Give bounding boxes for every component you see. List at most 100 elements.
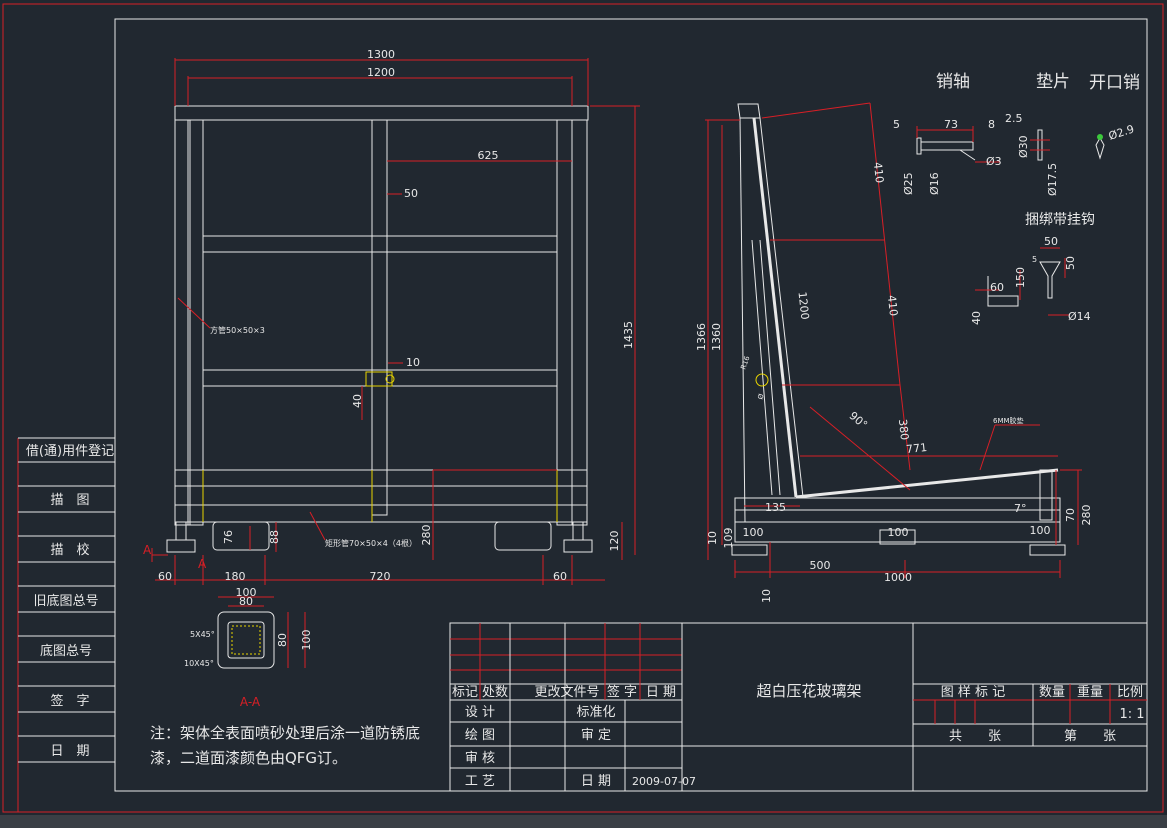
tb-left-row: 绘 图 (465, 728, 495, 743)
side-row-label: 日 期 (50, 744, 89, 759)
sheet-num: 第 张 (1064, 729, 1116, 744)
tb-mid-row: 日 期 (581, 774, 611, 789)
pin-d5: 5 (893, 118, 900, 131)
front-view-dimensions: 1300 1200 625 50 10 40 1435 280 120 76 8… (143, 48, 635, 583)
front-view (151, 58, 640, 585)
pin-d25: Ø25 (902, 172, 915, 195)
dim-half-span: 625 (478, 149, 499, 162)
hook-h50: 50 (1064, 256, 1077, 270)
dim-mid-span: 720 (370, 570, 391, 583)
hook-w50: 50 (1044, 235, 1058, 248)
dim-foot-left: 60 (158, 570, 172, 583)
aa-side-inner: 80 (276, 633, 289, 647)
registration-column: 借(通)用件登记 描 图 描 校 旧底图总号 底图总号 签 字 日 期 (18, 437, 115, 763)
side-row-label: 底图总号 (40, 643, 92, 659)
aa-chamfer-outer: 5X45° (190, 630, 215, 639)
tb-left-row: 设 计 (465, 705, 495, 720)
rev-header: 处数 (482, 685, 508, 700)
side-back-1200: 1200 (796, 291, 812, 320)
hook-r5: 5 (1032, 255, 1037, 264)
side-row-label: 旧底图总号 (33, 593, 98, 609)
right-header: 比例 (1117, 685, 1143, 700)
hook-title: 捆绑带挂钩 (1025, 212, 1095, 228)
dim-overall-width: 1300 (367, 48, 395, 61)
dim-slot-w: 76 (222, 530, 235, 544)
sheet-total: 共 张 (949, 729, 1001, 744)
parts-details (916, 126, 1105, 316)
dim-foot-right: 60 (553, 570, 567, 583)
callout-tube: 方管50×50×3 (210, 325, 265, 335)
parts-labels: 销轴 垫片 开口销 5 73 8 Ø25 Ø16 Ø3 2.5 Ø30 Ø17.… (893, 72, 1140, 325)
right-header: 重量 (1077, 684, 1103, 700)
dim-inner-width: 1200 (367, 66, 395, 79)
side-row-label: 描 校 (50, 542, 89, 558)
side-row-label: 签 字 (50, 693, 89, 709)
section-marker-a: A (143, 543, 152, 557)
rev-header: 更改文件号 (534, 685, 599, 700)
side-d-1000: 1000 (884, 571, 912, 584)
dim-post: 50 (404, 187, 418, 200)
side-row-label: 描 图 (50, 493, 89, 508)
dim-left-span: 180 (225, 570, 246, 583)
pin-d3: Ø3 (986, 155, 1002, 168)
side-upper-410: 410 (871, 162, 886, 184)
scale: 1: 1 (1119, 707, 1144, 722)
dim-base-height: 280 (420, 525, 433, 546)
hook-d150: 150 (1014, 267, 1027, 288)
side-foot-100c: 100 (1030, 524, 1051, 537)
tb-left-row: 审 核 (465, 751, 495, 766)
side-toe-135: 135 (765, 501, 786, 514)
side-seg-380: 380 (896, 419, 911, 441)
hook-d60: 60 (990, 281, 1004, 294)
side-base-280: 280 (1080, 505, 1093, 526)
title-block-text: 标记 处数 更改文件号 签 字 日 期 设 计 绘 图 审 核 工 艺 标准化 … (452, 682, 1145, 789)
cotter-d: Ø2.9 (1107, 122, 1136, 142)
aa-title: A-A (240, 695, 261, 709)
side-height-1360: 1360 (710, 323, 723, 351)
side-base-70: 70 (1064, 508, 1077, 522)
product-name: 超白压花玻璃架 (756, 682, 861, 700)
side-row-label: 借(通)用件登记 (26, 444, 114, 459)
note-line-1: 注：架体全表面喷砂处理后涂一道防锈底 (150, 724, 420, 742)
side-pad-note: 6MM胶垫 (993, 416, 1024, 425)
side-foot-100b: 100 (888, 526, 909, 539)
hook-d14: Ø14 (1068, 310, 1091, 323)
dim-foot-height: 120 (608, 531, 621, 552)
side-bottom-10: 10 (760, 589, 773, 603)
tb-mid-row: 标准化 (576, 705, 615, 720)
hook-d40: 40 (970, 311, 983, 325)
washer-d30: Ø30 (1017, 135, 1030, 158)
section-aa (217, 596, 306, 669)
aa-inner: 80 (239, 595, 253, 608)
pin-d16: Ø16 (928, 172, 941, 195)
side-angle-7: 7° (1014, 502, 1027, 515)
rev-header: 标记 (452, 685, 478, 700)
dim-hook-height: 40 (351, 394, 364, 408)
status-bar (0, 815, 1167, 828)
aa-chamfer-inner: 10X45° (184, 659, 214, 668)
side-view (705, 102, 1082, 578)
side-angle-90: 90° (847, 409, 870, 431)
aa-outer: 100 (236, 586, 257, 599)
side-pin-r: R16 (739, 354, 751, 370)
section-aa-labels: 100 80 80 100 5X45° 10X45° A-A (184, 586, 313, 709)
side-lower-410: 410 (885, 295, 900, 317)
section-marker-a2: A (198, 557, 207, 571)
side-height-1366: 1366 (695, 323, 708, 351)
label-cotter: 开口销 (1089, 73, 1140, 93)
tb-left-row: 工 艺 (465, 774, 495, 789)
dim-overall-height: 1435 (622, 321, 635, 349)
tb-date: 2009-07-07 (632, 775, 696, 788)
callout-base: 矩形管70×50×4（4根） (325, 538, 417, 548)
side-seg-771: 771 (906, 441, 928, 456)
pin-d8: 8 (988, 118, 995, 131)
right-header: 图 样 标 记 (941, 685, 1005, 700)
aa-side-outer: 100 (300, 630, 313, 651)
washer-t: 2.5 (1005, 112, 1023, 125)
title-block (449, 622, 1148, 792)
rev-header: 签 字 (607, 684, 637, 700)
notes-block: 注：架体全表面喷砂处理后涂一道防锈底 漆，二道面漆颜色由QFG订。 (150, 724, 420, 767)
side-h-10: 10 (706, 531, 719, 545)
label-washer: 垫片 (1036, 72, 1070, 92)
